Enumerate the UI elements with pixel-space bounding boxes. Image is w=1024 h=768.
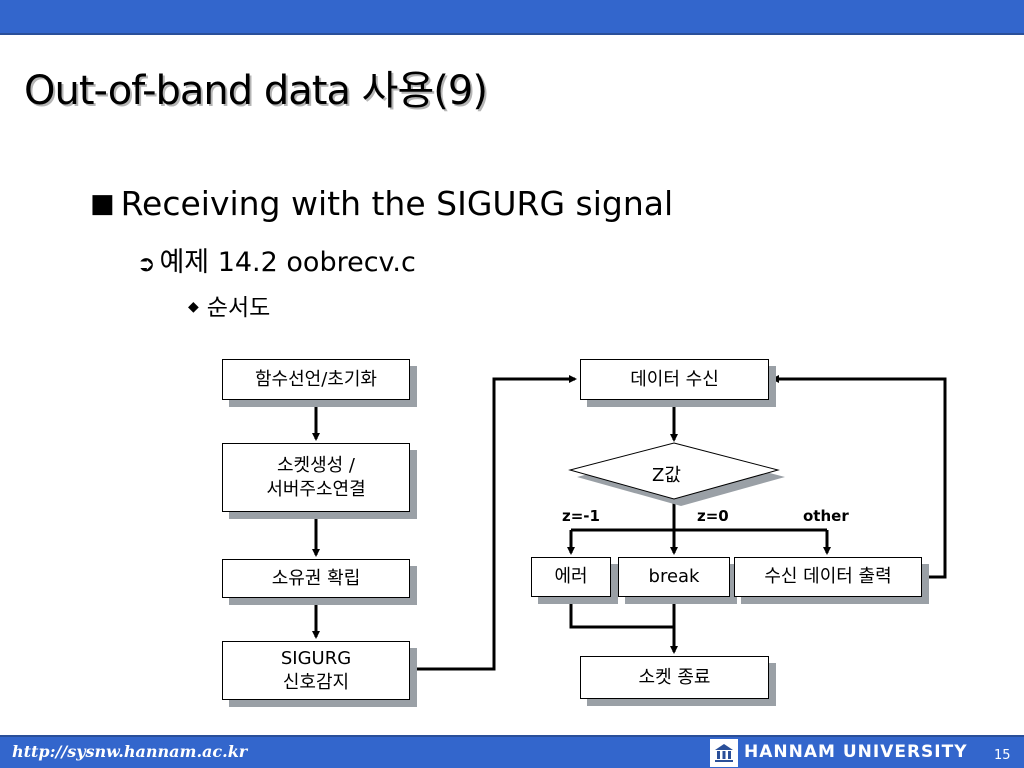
bullet-level1: ■Receiving with the SIGURG signal [90, 184, 673, 223]
socket-close-box: 소켓 종료 [580, 656, 769, 699]
bullet-level3: ◆ 순서도 [188, 288, 270, 322]
socket-close-label: 소켓 종료 [638, 666, 711, 688]
top-bar [0, 0, 1024, 35]
edge-label-other: other [803, 507, 849, 525]
owner-set-box: 소유권 확립 [222, 559, 410, 598]
func-init-box: 함수선언/초기화 [222, 359, 410, 400]
socket-create-label-line2: 서버주소연결 [266, 478, 366, 500]
bullet-level1-text: Receiving with the SIGURG signal [120, 184, 674, 223]
error-label: 에러 [554, 566, 588, 588]
footer-url: http://sysnw.hannam.ac.kr [12, 742, 248, 761]
hannam-university-logo-icon [710, 739, 738, 767]
func-init-label: 함수선언/초기화 [255, 368, 377, 390]
break-label: break [648, 566, 700, 588]
owner-set-label: 소유권 확립 [271, 567, 361, 589]
recv-data-box: 데이터 수신 [580, 359, 769, 400]
print-data-label: 수신 데이터 출력 [764, 566, 892, 588]
edge-error-to-close [569, 597, 674, 629]
decision-diamond [568, 442, 780, 500]
decision-label: Z값 [652, 465, 681, 486]
slide-title: Out-of-band data 사용(9) [24, 68, 488, 114]
bullet-level3-text: 순서도 [206, 295, 271, 321]
bullet-level2: ➲예제 14.2 oobrecv.c [137, 240, 416, 279]
socket-create-box: 소켓생성 / 서버주소연결 [222, 443, 410, 512]
footer-university: HANNAM UNIVERSITY [744, 742, 968, 762]
error-box: 에러 [531, 557, 611, 597]
edge-label-error: z=-1 [562, 507, 600, 525]
sigurg-label-line2: 신호감지 [282, 671, 350, 693]
page-number: 15 [994, 748, 1011, 763]
break-box: break [618, 557, 730, 597]
edge-sigurg-to-recv [409, 375, 577, 671]
sigurg-box: SIGURG 신호감지 [222, 641, 410, 700]
bullet-level2-text: 예제 14.2 oobrecv.c [159, 247, 416, 278]
arrow-bullet-icon: ➲ [137, 252, 156, 277]
recv-data-label: 데이터 수신 [630, 368, 719, 390]
diamond-bullet-icon: ◆ [188, 299, 199, 315]
edge-print-to-recv [771, 375, 947, 579]
print-data-box: 수신 데이터 출력 [734, 557, 922, 597]
footer-bar [0, 735, 1024, 768]
edge-label-break: z=0 [697, 507, 729, 525]
square-bullet-icon: ■ [90, 189, 115, 219]
sigurg-label-line1: SIGURG [280, 648, 352, 670]
socket-create-label-line1: 소켓생성 / [276, 455, 355, 477]
